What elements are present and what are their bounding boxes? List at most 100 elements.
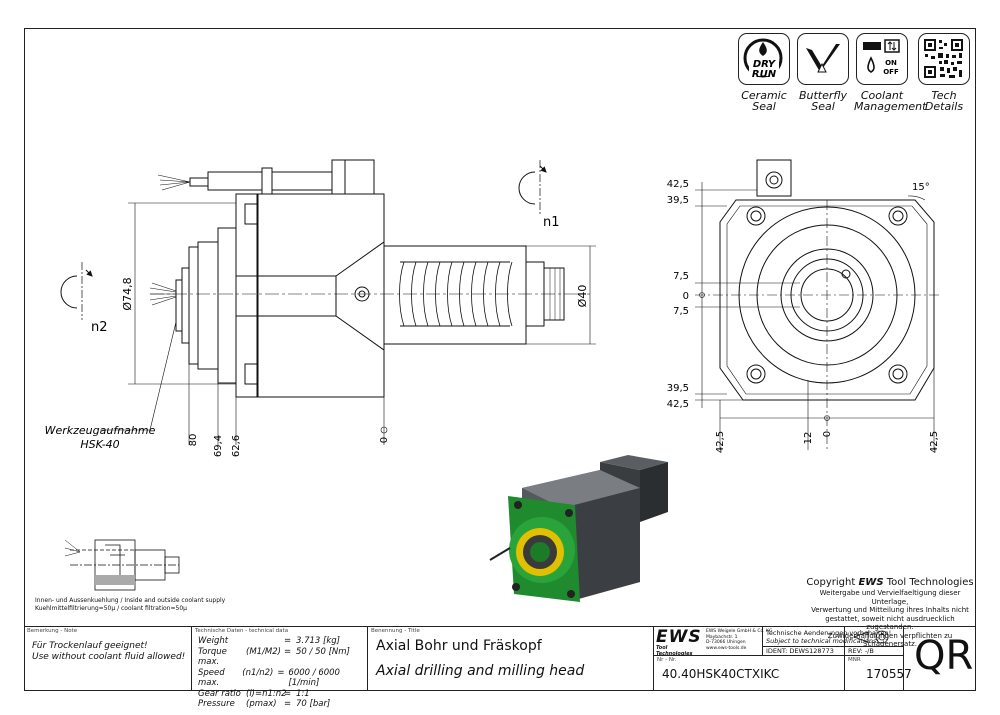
text-label: Nr - Nr. [657,657,677,663]
3d-render [489,455,668,602]
text-label: MNR [848,657,861,663]
text-label: 42,5 [667,399,689,410]
text-label: 70 [bar] [296,699,331,709]
callout-line-1: Werkzeugaufnahme [45,424,156,437]
coolant-management-icon: ON OFF [856,33,908,85]
text-label: Seal [811,100,835,113]
text-label: (pmax) [246,699,277,709]
tech-data-cell: Technische Daten - technical data Weight… [192,627,368,709]
rev: REV: -/B [848,647,874,655]
side-view [149,159,590,398]
qr-code-icon [918,33,970,85]
dry-run-ceramic-seal-icon: DRY RUN [738,33,790,85]
text-label [246,636,284,647]
title-en: Axial drilling and milling head [376,663,585,679]
text-label: Subject to technical modifications! [766,637,879,645]
text-label: 1:1 [296,688,310,699]
dim-69-4: 69,4 [213,435,224,457]
copyright-block: Copyright EWS Tool Technologies Weiterga… [805,577,975,649]
remark-line-2: Use without coolant fluid allowed! [32,652,186,662]
dimension-lines-side [100,202,596,445]
text-label: Torque max. [198,646,227,668]
text-label: IDENT: [766,647,788,655]
text-label: Copyright [806,577,859,588]
dim-angle: 15° [912,182,930,193]
mnr: 170557 [866,667,912,681]
projection-symbol-icon [852,630,889,644]
coolant-schematic [64,539,180,591]
text-label: Technische Aenderungen vorbehalten! [766,629,892,637]
text-label: Butterfly [798,89,848,102]
ident: IDENT: DEWS128773 [766,647,834,655]
coolant-note: Innen- und Aussenkuehlung / Inside and o… [35,597,225,613]
title-de: Axial Bohr und Fräskopf [376,638,542,654]
text-label: = [284,699,292,709]
text-label: (n1/n2) [242,667,274,678]
remark-line-1: Für Trockenlauf geeignet! [32,641,148,651]
text-label: (M1/M2) [246,646,281,657]
text-label: Coolant [860,89,904,102]
text-label: Benennung - Title [371,628,420,634]
text-label: Verwertung und Mitteilung ihres Inhalts … [811,606,969,614]
butterfly-seal-icon [797,33,849,85]
rotation-symbol-n1 [518,160,547,215]
qr-label: QR [914,633,974,679]
dim-diameter-shaft: Ø40 [576,285,589,308]
text-label: DEWS128773 [789,647,834,655]
text-label: 50 / 50 [Nm] [296,646,350,657]
text-label: www.ews-tools.de [706,645,747,651]
text-label: 12 [803,432,814,445]
text-label: EWS [656,627,702,647]
ews-logo: EWS Tool Technologies [656,627,704,658]
text-label: Details [924,100,964,113]
text-label: D-73066 Uhingen [706,640,746,645]
dim-80: 80 [188,434,199,447]
badge-on: ON [885,59,897,67]
text-label: = [284,646,292,657]
callout-line-2: HSK-40 [80,438,119,451]
dim-0: 0 [379,437,390,443]
text-label: 39,5 [667,383,689,394]
text-label: = [284,636,292,646]
text-label: 42,5 [715,431,726,453]
dimension-lines-front [695,182,940,450]
text-label: REV: [848,647,863,655]
text-label: (i)=n1:n2 [246,688,287,699]
text-label: Bemerkung - Note [27,628,78,634]
text-label: Seal [752,100,776,113]
text-label: Gear ratio [198,688,241,699]
text-label: 0 [683,291,689,302]
badge-text-1: DRY [753,59,777,70]
text-label: Pressure [198,699,235,709]
dim-62-6: 62,6 [231,435,242,457]
text-label: Kuehlmittelfiltrierung=50µ / coolant fil… [35,605,187,612]
text-label: = [284,688,292,699]
text-label: Ceramic [741,89,787,102]
text-label: 39,5 [667,195,689,206]
rotation-label-n1: n1 [543,215,560,230]
text-label: 42,5 [929,431,940,453]
badge-off: OFF [883,68,899,76]
text-label: = [277,667,285,678]
title-block: Bemerkung - Note Für Trockenlauf geeigne… [24,626,976,709]
badge-text-2: RUN [752,69,777,80]
rotation-label-n2: n2 [91,320,108,335]
front-bottom-dims: 42,5 12 0 42,5 [715,431,940,453]
text-label: Maybachstr. 1 [706,634,738,640]
text-label: Tech [931,89,957,102]
technical-drawing: n1 n2 Ø74,8 Ø40 80 69,4 62,6 0 Werkzeuga… [45,159,940,602]
rotation-symbol-n2 [60,262,93,320]
text-label: Speed max. [198,667,225,689]
text-label: Innen- und Aussenkuehlung / Inside and o… [35,597,226,604]
remark-cell: Bemerkung - Note Für Trockenlauf geeigne… [24,627,192,691]
text-label: 42,5 [667,179,689,190]
